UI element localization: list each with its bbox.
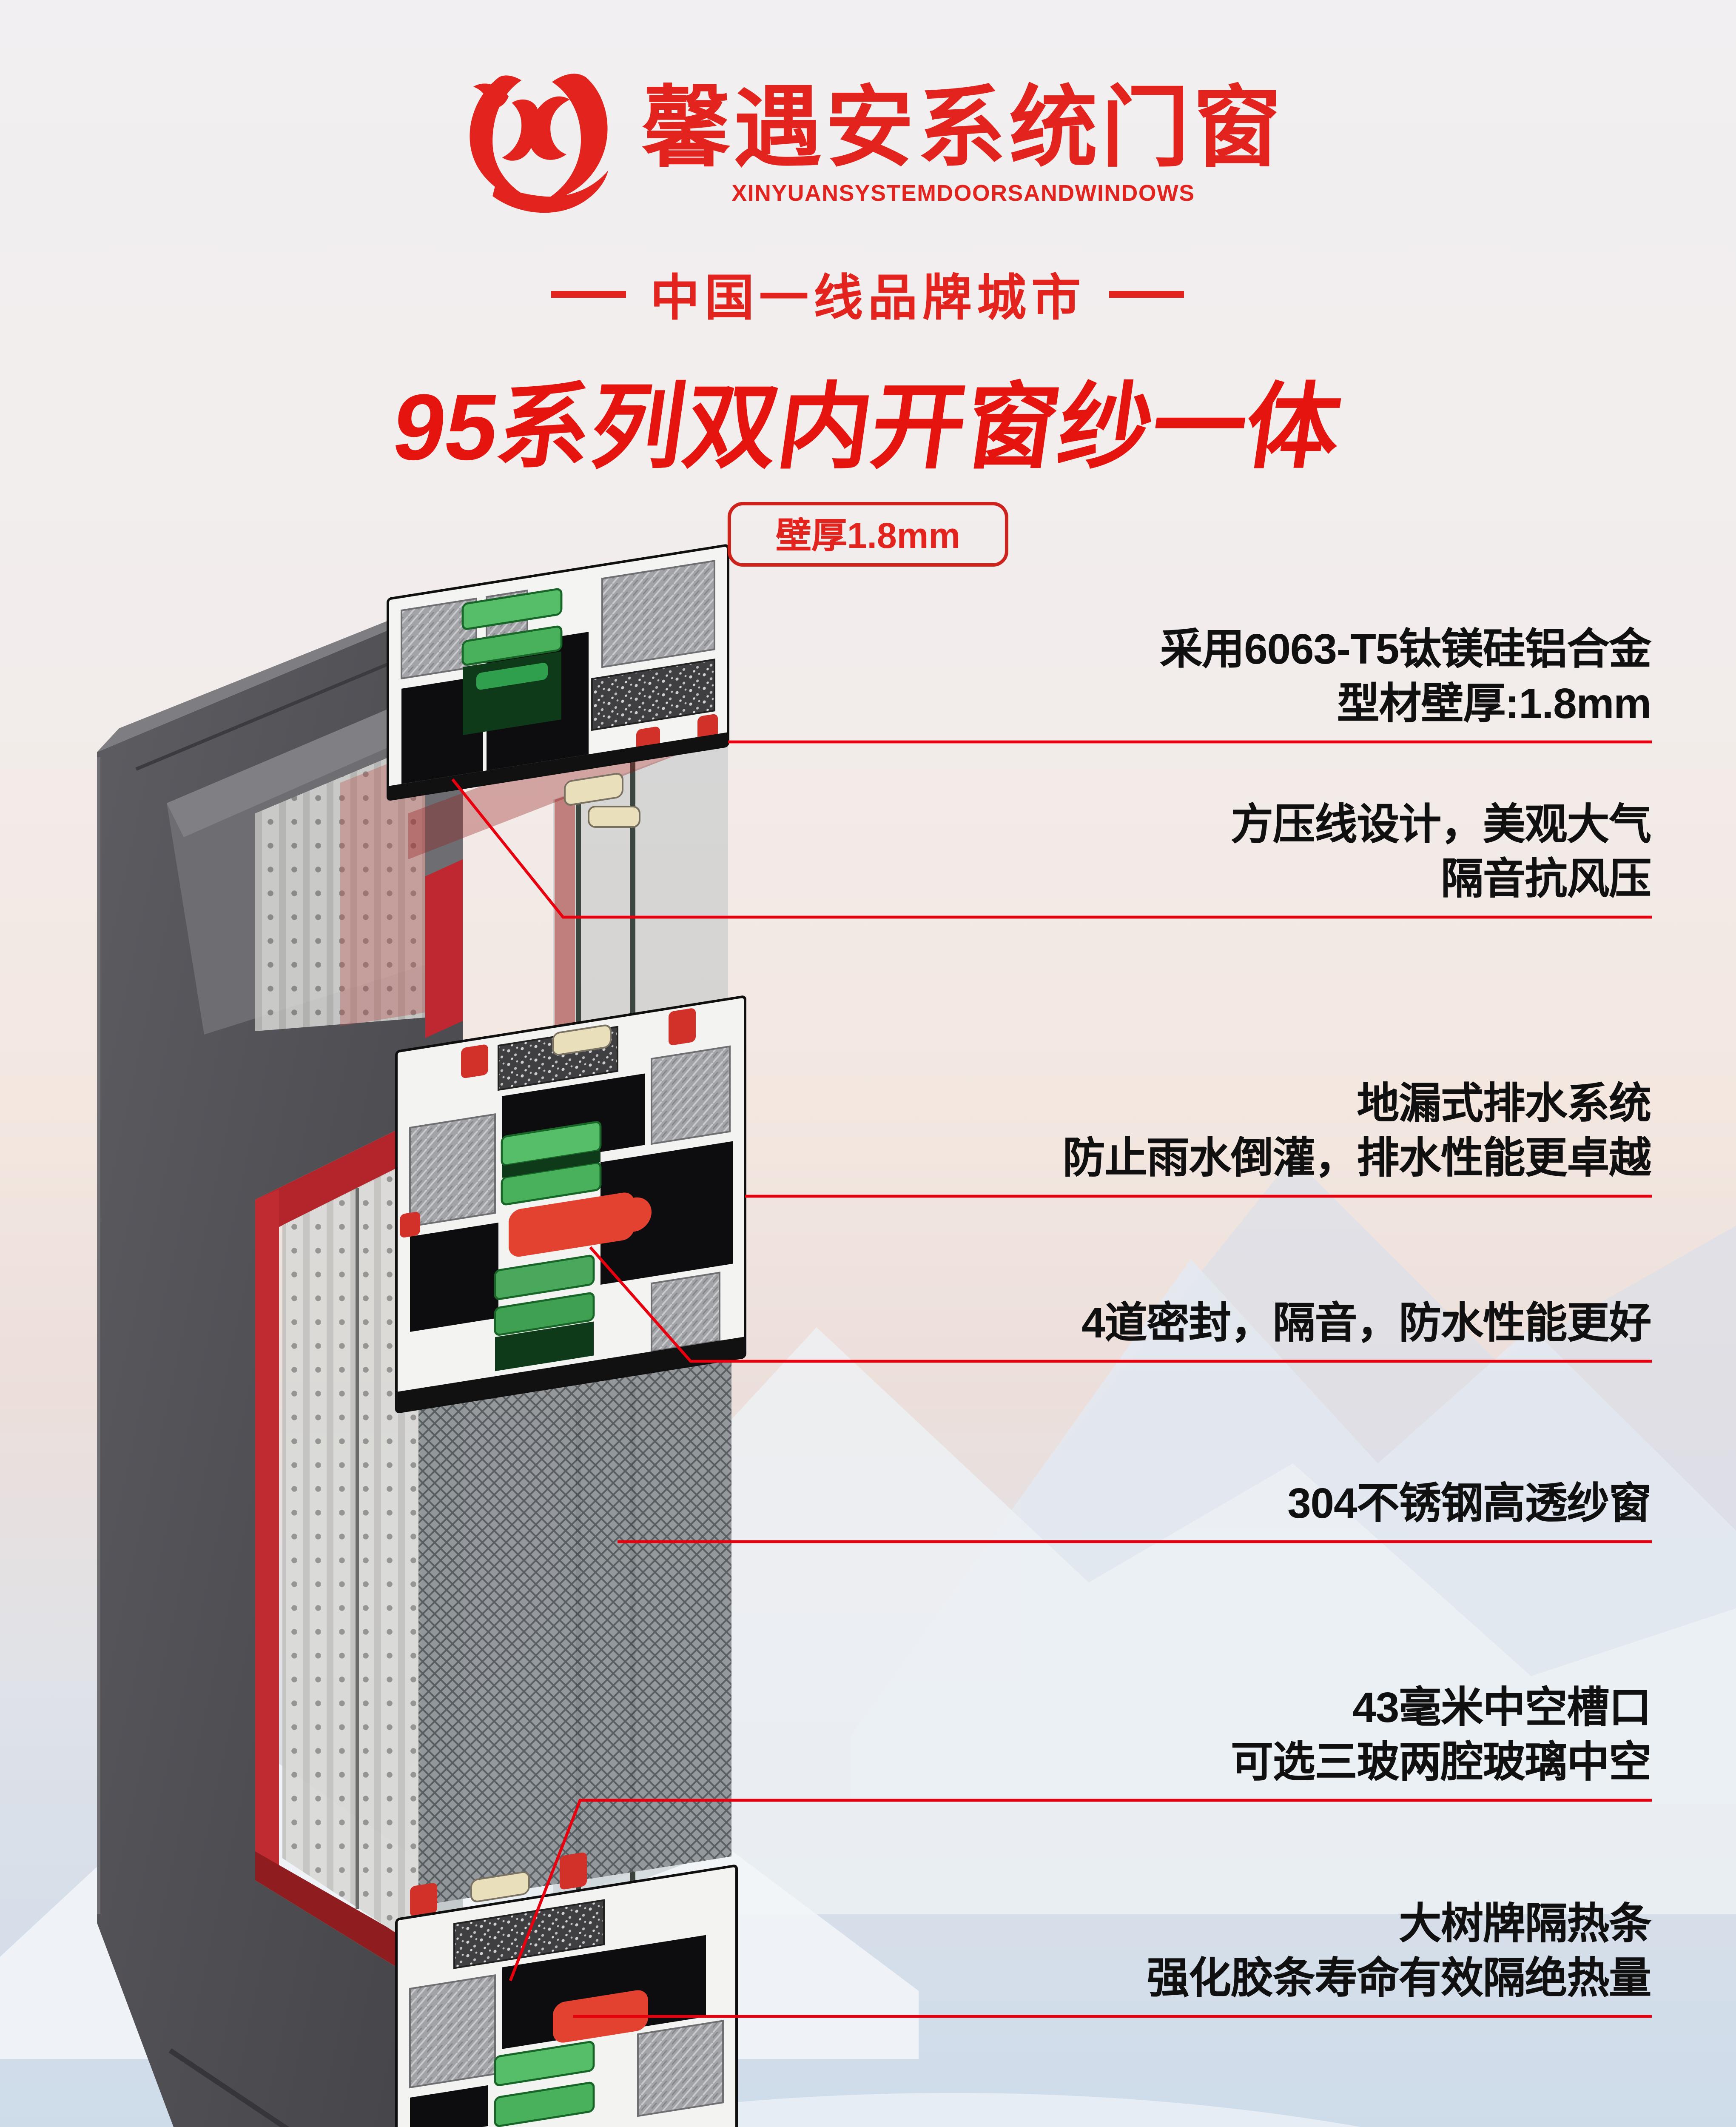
leader-line-6 <box>509 1799 1652 1982</box>
tagline-dash-right <box>1110 291 1184 298</box>
annotation-line: 方压线设计，美观大气 <box>1230 801 1651 849</box>
callout-leader-lines <box>451 740 1652 2018</box>
annotation-line: 型材壁厚:1.8mm <box>1337 681 1651 728</box>
brand-tagline: 中国一线品牌城市 <box>0 259 1736 330</box>
top-profile-slab <box>387 544 729 806</box>
annotation-line: 4道密封，隔音，防水性能更好 <box>1081 1300 1651 1348</box>
annotation-line: 地漏式排水系统 <box>1357 1081 1651 1128</box>
annotation-line: 强化胶条寿命有效隔绝热量 <box>1147 1955 1651 2003</box>
leader-line-2 <box>451 778 1652 919</box>
tagline-dash-left <box>551 291 626 298</box>
annotation-square-line-design: 方压线设计，美观大气 隔音抗风压 <box>1231 798 1651 907</box>
annotation-alloy: 采用6063-T5钛镁硅铝合金 型材壁厚:1.8mm <box>1160 623 1652 732</box>
annotation-line: 304不锈钢高透纱窗 <box>1287 1480 1651 1528</box>
brand-header: 馨遇安系统门窗 XINYUANSYSTEMDOORSANDWINDOWS <box>0 58 1736 231</box>
window-cross-section-illustration <box>97 544 1652 2127</box>
wall-thickness-badge: 壁厚1.8mm <box>728 502 1008 567</box>
annotation-line: 采用6063-T5钛镁硅铝合金 <box>1160 626 1652 674</box>
glass-panes-upper <box>553 735 728 1058</box>
annotation-thermal-strip: 大树牌隔热条 强化胶条寿命有效隔绝热量 <box>1147 1897 1651 2006</box>
annotation-glazing: 43毫米中空槽口 可选三玻两腔玻璃中空 <box>1231 1681 1651 1790</box>
annotation-drainage: 地漏式排水系统 防止雨水倒灌，排水性能更卓越 <box>1063 1077 1651 1186</box>
series-title: 95系列双内开窗纱一体 <box>386 374 1347 480</box>
annotation-line: 隔音抗风压 <box>1440 856 1651 904</box>
bottom-profile-slab <box>395 1852 738 2127</box>
annotation-line: 大树牌隔热条 <box>1399 1901 1651 1948</box>
stainless-mesh-screen <box>418 1360 731 1906</box>
middle-profile-slab <box>395 995 746 1413</box>
annotation-line: 可选三玻两腔玻璃中空 <box>1230 1739 1651 1787</box>
annotation-mesh: 304不锈钢高透纱窗 <box>1287 1477 1651 1531</box>
annotation-line: 防止雨水倒灌，排水性能更卓越 <box>1062 1135 1651 1183</box>
leader-line-4 <box>589 1246 1652 1363</box>
annotation-seals: 4道密封，隔音，防水性能更好 <box>1081 1297 1651 1351</box>
mountain-backdrop <box>0 1157 1736 2059</box>
tagline-text: 中国一线品牌城市 <box>650 272 1086 327</box>
brand-name-cn: 馨遇安系统门窗 <box>641 79 1285 178</box>
annotation-line: 43毫米中空槽口 <box>1352 1685 1651 1732</box>
phoenix-logo-icon <box>470 74 609 213</box>
brand-name-en: XINYUANSYSTEMDOORSANDWINDOWS <box>731 181 1195 207</box>
ice-platform <box>545 2093 1360 2127</box>
